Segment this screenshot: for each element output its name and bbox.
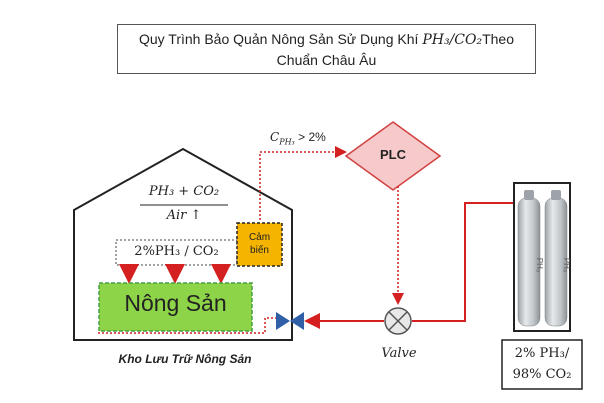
gas-cylinder-icon <box>517 190 568 327</box>
cylinder-mix-line2: 98% CO₂ <box>512 367 572 382</box>
sensor-box <box>236 222 283 267</box>
fraction-denominator: Air ↑ <box>166 208 202 223</box>
warehouse-label: Kho Lưu Trữ Nông Sản <box>118 352 252 366</box>
cylinder-text-right: PH₃ <box>562 257 571 273</box>
sensor-label-line1: Cảm <box>248 232 271 243</box>
gas-mix-label: 2%PH₃ / CO₂ <box>134 244 219 259</box>
plc-condition-rest: > 2% <box>294 130 326 144</box>
title-line1-suffix: Theo <box>482 31 514 47</box>
valve-icon <box>384 307 412 335</box>
product-label: Nông Sản <box>124 290 227 316</box>
plc-diamond <box>344 121 442 191</box>
sensor-label-line2: biến <box>250 245 269 256</box>
inlet-valve-icon <box>276 312 304 330</box>
sensor-label: Cảm biến <box>237 231 282 257</box>
cylinder-mix-box <box>501 339 583 390</box>
cylinder-mix-label: 2% PH₃/ 98% CO₂ <box>502 343 582 385</box>
plc-condition-sub: PH₃ <box>279 137 295 147</box>
sensor-signal-line <box>259 146 347 220</box>
cylinder-text-left: PH₃ <box>535 257 544 273</box>
gas-pipe <box>412 202 514 322</box>
fraction-numerator: PH₃ + CO₂ <box>148 184 220 199</box>
product-box <box>98 282 253 332</box>
plc-label: PLC <box>380 147 406 162</box>
title-line2: Chuẩn Châu Âu <box>276 52 377 68</box>
valve-label: Valve <box>381 346 417 361</box>
title-formula: PH₃/CO₂ <box>422 32 483 48</box>
plc-condition-var: C <box>270 130 280 144</box>
plc-condition-label: CPH₃ > 2% <box>270 130 326 146</box>
diagram-title: Quy Trình Bảo Quản Nông Sản Sử Dụng Khí … <box>117 24 536 74</box>
gas-mix-box <box>115 239 238 266</box>
gas-flow-arrows <box>119 264 231 284</box>
title-line1-prefix: Quy Trình Bảo Quản Nông Sản Sử Dụng Khí <box>138 31 423 47</box>
cylinder-mix-line1: 2% PH₃/ <box>514 346 570 361</box>
